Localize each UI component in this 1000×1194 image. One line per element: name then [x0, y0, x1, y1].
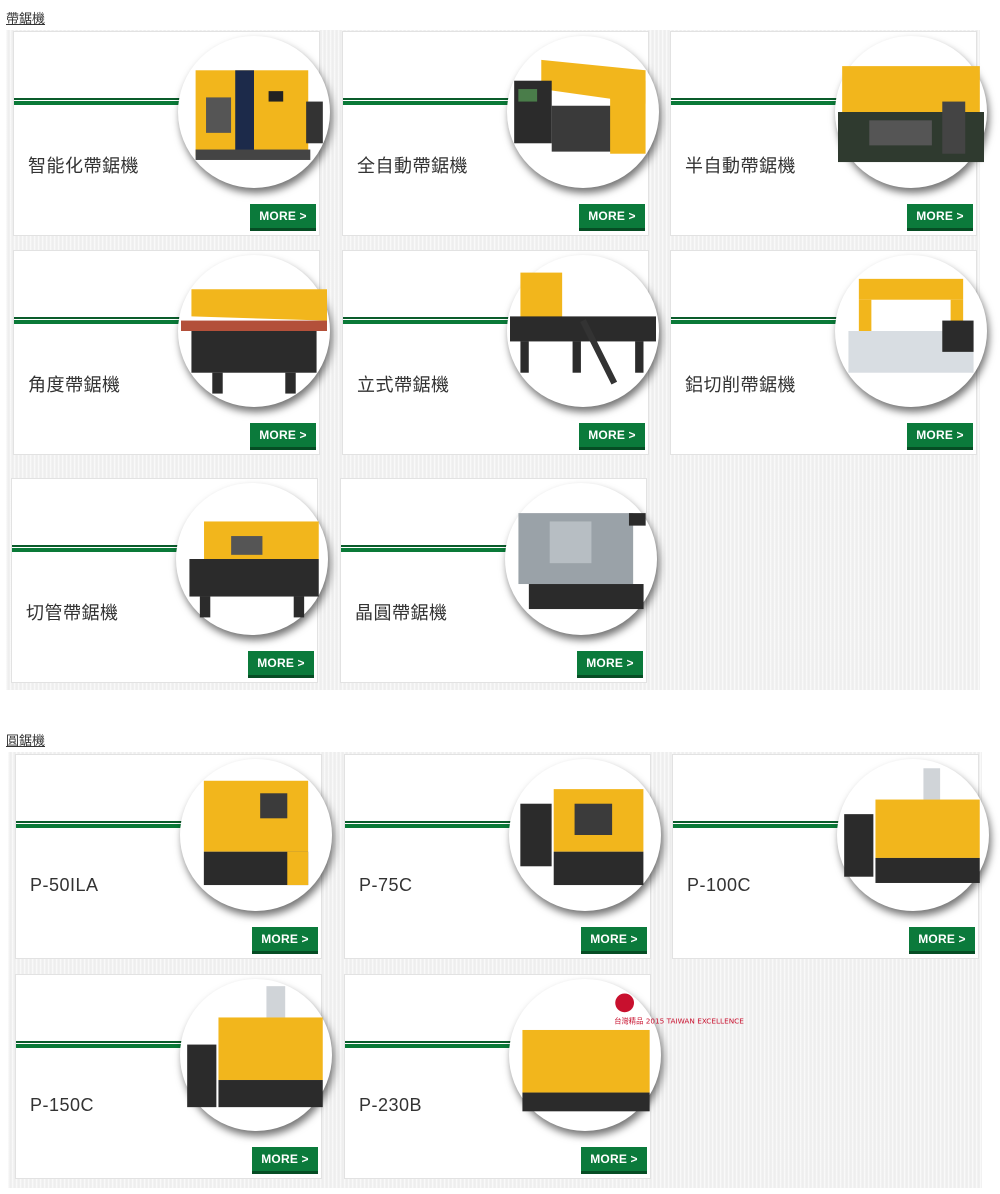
- more-button[interactable]: MORE >: [248, 651, 314, 678]
- product-card[interactable]: 鋁切削帶鋸機 MORE >: [670, 250, 987, 455]
- product-card[interactable]: 半自動帶鋸機 MORE >: [670, 31, 987, 236]
- product-card[interactable]: 全自動帶鋸機 MORE >: [342, 31, 659, 236]
- band-saw-machine-icon[interactable]: [178, 36, 330, 188]
- product-name[interactable]: P-50ILA: [30, 875, 99, 895]
- product-card[interactable]: P-100C MORE >: [672, 754, 989, 959]
- product-name[interactable]: 晶圓帶鋸機: [355, 603, 448, 623]
- band-saw-machine-icon[interactable]: [176, 483, 328, 635]
- more-button[interactable]: MORE >: [909, 927, 975, 954]
- product-card[interactable]: P-230B MORE > 台灣精品 2015 TAIWAN EXCELLENC…: [344, 974, 744, 1179]
- product-card[interactable]: P-50ILA MORE >: [15, 754, 332, 959]
- more-button[interactable]: MORE >: [250, 423, 316, 450]
- product-name[interactable]: 立式帶鋸機: [357, 375, 450, 395]
- more-button[interactable]: MORE >: [907, 204, 973, 231]
- product-name[interactable]: 半自動帶鋸機: [685, 156, 796, 176]
- section-title-band-saw[interactable]: 帶鋸機: [6, 11, 46, 26]
- more-button[interactable]: MORE >: [252, 927, 318, 954]
- product-name[interactable]: 全自動帶鋸機: [357, 156, 468, 176]
- card-divider: [16, 1041, 216, 1048]
- product-card[interactable]: 晶圓帶鋸機 MORE >: [340, 478, 657, 683]
- card-divider: [14, 317, 214, 324]
- card-divider: [343, 98, 543, 105]
- card-divider: [343, 317, 543, 324]
- product-name[interactable]: 角度帶鋸機: [28, 375, 121, 395]
- card-divider: [14, 98, 214, 105]
- product-card[interactable]: 切管帶鋸機 MORE >: [11, 478, 328, 683]
- more-button[interactable]: MORE >: [579, 423, 645, 450]
- card-divider: [673, 821, 873, 828]
- product-name[interactable]: P-100C: [687, 875, 752, 895]
- more-button[interactable]: MORE >: [581, 1147, 647, 1174]
- product-name[interactable]: 鋁切削帶鋸機: [685, 375, 796, 395]
- product-name[interactable]: P-230B: [359, 1095, 423, 1115]
- more-button[interactable]: MORE >: [579, 204, 645, 231]
- card-divider: [671, 317, 871, 324]
- card-divider: [345, 1041, 545, 1048]
- product-card[interactable]: 智能化帶鋸機 MORE >: [13, 31, 330, 236]
- more-button[interactable]: MORE >: [250, 204, 316, 231]
- band-saw-machine-icon[interactable]: [835, 255, 987, 407]
- product-name[interactable]: P-150C: [30, 1095, 95, 1115]
- card-divider: [16, 821, 216, 828]
- circular-saw-machine-icon[interactable]: 台灣精品 2015 TAIWAN EXCELLENCE: [509, 979, 744, 1131]
- more-button[interactable]: MORE >: [577, 651, 643, 678]
- award-text: 台灣精品 2015 TAIWAN EXCELLENCE: [614, 1017, 744, 1026]
- product-name[interactable]: P-75C: [359, 875, 413, 895]
- card-divider: [12, 545, 212, 552]
- circular-saw-machine-icon[interactable]: [180, 759, 332, 911]
- wafer-saw-machine-icon[interactable]: [505, 483, 657, 635]
- card-divider: [345, 821, 545, 828]
- product-name[interactable]: 智能化帶鋸機: [28, 156, 139, 176]
- product-card[interactable]: 角度帶鋸機 MORE >: [13, 250, 330, 455]
- card-divider: [671, 98, 871, 105]
- product-card[interactable]: P-150C MORE >: [15, 974, 332, 1179]
- section-title-circular-saw[interactable]: 圓鋸機: [6, 733, 46, 748]
- circular-saw-machine-icon[interactable]: [837, 759, 989, 911]
- band-saw-machine-icon[interactable]: [835, 36, 987, 188]
- band-saw-machine-icon[interactable]: [178, 255, 330, 407]
- more-button[interactable]: MORE >: [252, 1147, 318, 1174]
- more-button[interactable]: MORE >: [581, 927, 647, 954]
- circular-saw-machine-icon[interactable]: [509, 759, 661, 911]
- product-card[interactable]: P-75C MORE >: [344, 754, 661, 959]
- product-name[interactable]: 切管帶鋸機: [26, 603, 119, 623]
- band-saw-machine-icon[interactable]: [507, 36, 659, 188]
- award-logo-icon: [615, 993, 635, 1013]
- product-card[interactable]: 立式帶鋸機 MORE >: [342, 250, 659, 455]
- more-button[interactable]: MORE >: [907, 423, 973, 450]
- circular-saw-machine-icon[interactable]: [180, 979, 332, 1131]
- band-saw-machine-icon[interactable]: [507, 255, 659, 407]
- card-divider: [341, 545, 541, 552]
